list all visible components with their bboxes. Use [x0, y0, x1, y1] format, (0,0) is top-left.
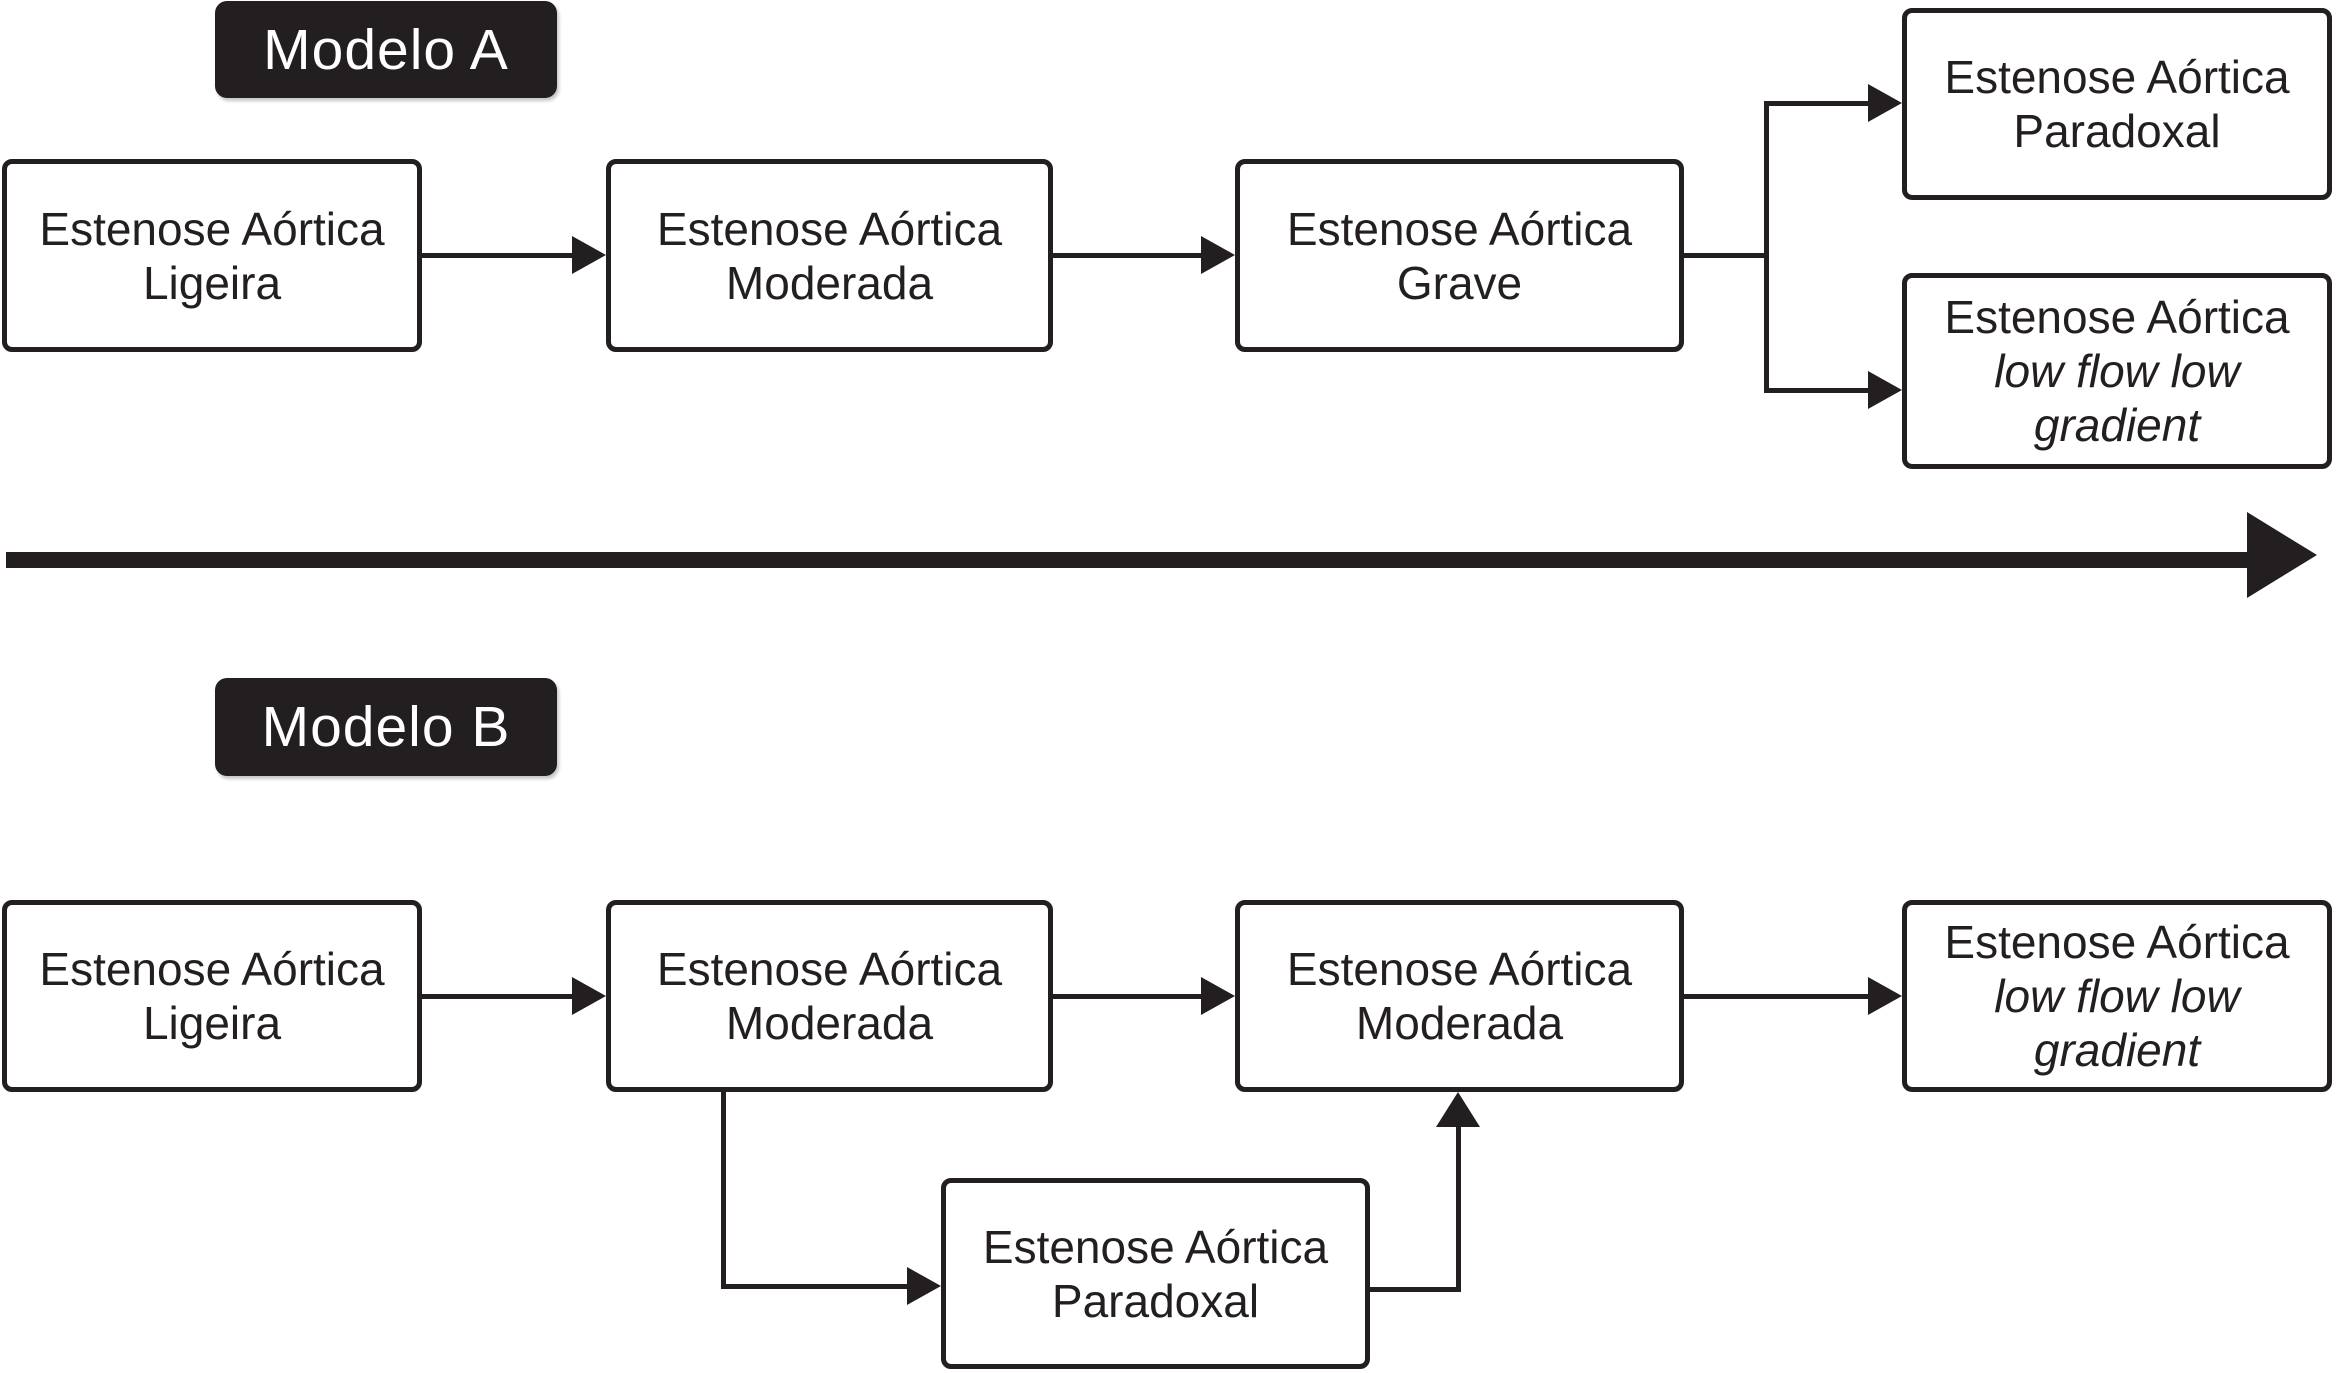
arrow-a-ligeira-to-moderada-shaft [422, 253, 574, 258]
node-line: Estenose Aórtica [982, 1220, 1329, 1273]
model-a-label-text: Modelo A [263, 17, 509, 82]
branch-a-grave-stem-horizontal [1684, 253, 1769, 258]
node-line: Estenose Aórtica [656, 943, 1003, 995]
arrow-b-to-paradoxal-shaft [721, 1284, 907, 1289]
arrow-b-moderada1-to-moderada2-shaft [1053, 994, 1203, 999]
node-line: Moderada [725, 997, 934, 1049]
node-line: gradient [2033, 399, 2201, 451]
node-b-low-flow: Estenose Aórtica low flow low gradient [1902, 900, 2332, 1092]
node-line: Estenose Aórtica [39, 202, 385, 255]
branch-b-moderada1-down-vertical [721, 1092, 726, 1289]
node-a-low-flow: Estenose Aórtica low flow low gradient [1902, 273, 2332, 469]
node-line: Estenose Aórtica [39, 943, 385, 995]
branch-b-paradoxal-up-vertical [1456, 1127, 1461, 1292]
node-line: Estenose Aórtica [656, 202, 1003, 255]
model-b-label: Modelo B [215, 678, 557, 776]
arrow-b-ligeira-to-moderada1-head-icon [572, 977, 606, 1015]
node-b-paradoxal: Estenose Aórtica Paradoxal [941, 1178, 1370, 1369]
arrow-a-moderada-to-grave-shaft [1053, 253, 1203, 258]
node-line: Moderada [725, 256, 934, 309]
arrow-a-moderada-to-grave-head-icon [1201, 236, 1235, 274]
node-line: Ligeira [142, 256, 282, 309]
arrow-a-ligeira-to-moderada-head-icon [572, 236, 606, 274]
timeline-arrow-shaft [6, 552, 2247, 568]
model-b-label-text: Modelo B [261, 695, 511, 759]
node-line: low flow low [1994, 970, 2240, 1022]
arrow-a-to-paradoxal-shaft [1764, 101, 1868, 106]
node-line: Estenose Aórtica [1944, 291, 2290, 343]
node-line: Estenose Aórtica [1944, 916, 2290, 968]
branch-a-stem-vertical [1764, 101, 1769, 393]
node-b-ligeira: Estenose Aórtica Ligeira [2, 900, 422, 1092]
node-line: Grave [1396, 256, 1523, 309]
node-line: Estenose Aórtica [1944, 51, 2290, 103]
node-a-grave: Estenose Aórtica Grave [1235, 159, 1684, 352]
arrow-a-to-low-flow-head-icon [1868, 371, 1902, 409]
node-line: Moderada [1355, 997, 1564, 1049]
arrow-b-moderada2-to-low-flow-shaft [1684, 994, 1870, 999]
node-line: Estenose Aórtica [1286, 943, 1633, 995]
node-a-paradoxal: Estenose Aórtica Paradoxal [1902, 8, 2332, 200]
timeline-arrow-head-icon [2247, 512, 2317, 598]
node-line: Ligeira [142, 997, 282, 1049]
arrow-a-to-low-flow-shaft [1764, 388, 1868, 393]
node-b-moderada-2: Estenose Aórtica Moderada [1235, 900, 1684, 1092]
arrow-b-moderada2-to-low-flow-head-icon [1868, 977, 1902, 1015]
node-line: Estenose Aórtica [1286, 202, 1633, 255]
arrow-b-paradoxal-to-moderada2-head-icon [1436, 1092, 1480, 1127]
node-line: Paradoxal [2013, 105, 2221, 157]
arrow-b-to-paradoxal-head-icon [907, 1267, 941, 1305]
model-a-label: Modelo A [215, 1, 557, 98]
arrow-b-moderada1-to-moderada2-head-icon [1201, 977, 1235, 1015]
arrow-b-ligeira-to-moderada1-shaft [422, 994, 574, 999]
node-b-moderada-1: Estenose Aórtica Moderada [606, 900, 1053, 1092]
branch-b-paradoxal-out-horizontal [1370, 1287, 1461, 1292]
node-line: gradient [2033, 1024, 2201, 1076]
node-line: Paradoxal [1051, 1274, 1260, 1327]
node-a-moderada: Estenose Aórtica Moderada [606, 159, 1053, 352]
node-a-ligeira: Estenose Aórtica Ligeira [2, 159, 422, 352]
node-line: low flow low [1994, 345, 2240, 397]
arrow-a-to-paradoxal-head-icon [1868, 84, 1902, 122]
